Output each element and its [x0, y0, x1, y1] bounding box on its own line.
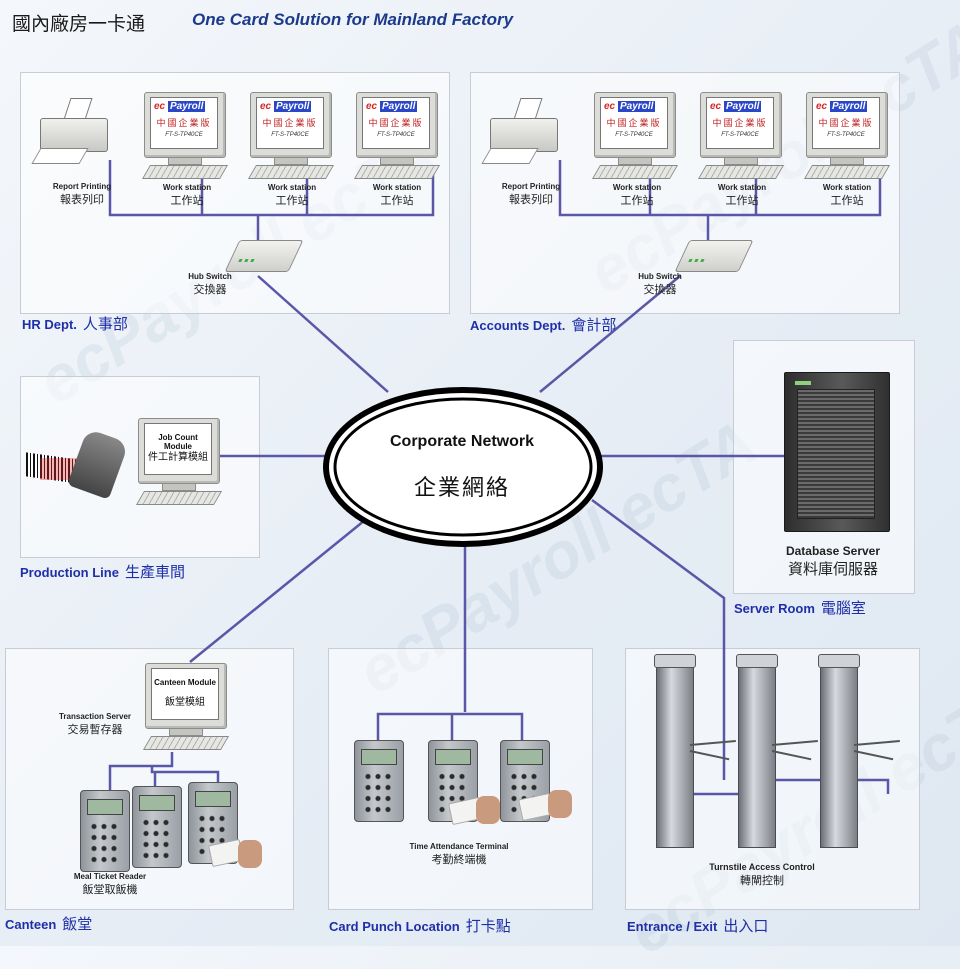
link-accounts — [539, 275, 681, 393]
link-hr — [257, 275, 389, 393]
canteen-module-monitor-icon: Canteen Module 飯堂模組 — [142, 663, 230, 751]
punch-bus — [376, 712, 524, 742]
meal-ticket-reader-icon — [80, 790, 130, 872]
barcode-scanner-icon — [26, 428, 136, 506]
link-canteen — [189, 515, 371, 663]
database-server-icon — [784, 372, 890, 532]
job-count-monitor-icon: Job Count Module 件工計算模組 — [135, 418, 223, 506]
network-lines — [108, 160, 890, 796]
hand-icon — [476, 796, 500, 824]
hand-icon — [238, 840, 262, 868]
corporate-network-ellipse — [323, 387, 603, 547]
hr-bus — [108, 160, 435, 217]
link-entrance — [591, 498, 726, 780]
page-title-zh: 國內廠房一卡通 — [12, 13, 146, 35]
turnstile-icon — [736, 654, 818, 848]
printer-icon — [31, 98, 110, 168]
corporate-network-label: Corporate Network — [389, 433, 535, 450]
turnstile-icon — [654, 654, 736, 848]
accounts-dept-label: Accounts Dept.會計部 — [470, 316, 617, 334]
turnstile-icon — [818, 654, 900, 848]
canteen-bus-2 — [150, 766, 220, 786]
hr-dept-label: HR Dept.人事部 — [22, 315, 128, 333]
accounts-bus — [558, 160, 882, 217]
meal-ticket-reader-icon — [132, 786, 182, 868]
hand-icon — [548, 790, 572, 818]
canteen-bus — [108, 752, 174, 790]
page-title-en: One Card Solution for Mainland Factory — [192, 10, 514, 29]
time-attendance-terminal-icon — [354, 740, 404, 822]
diagram-canvas: ecPayroll ecTA ecPayroll ecTA ecPayroll … — [5, 6, 960, 968]
printer-icon — [481, 98, 560, 168]
corporate-network-label-zh: 企業網絡 — [413, 476, 511, 501]
